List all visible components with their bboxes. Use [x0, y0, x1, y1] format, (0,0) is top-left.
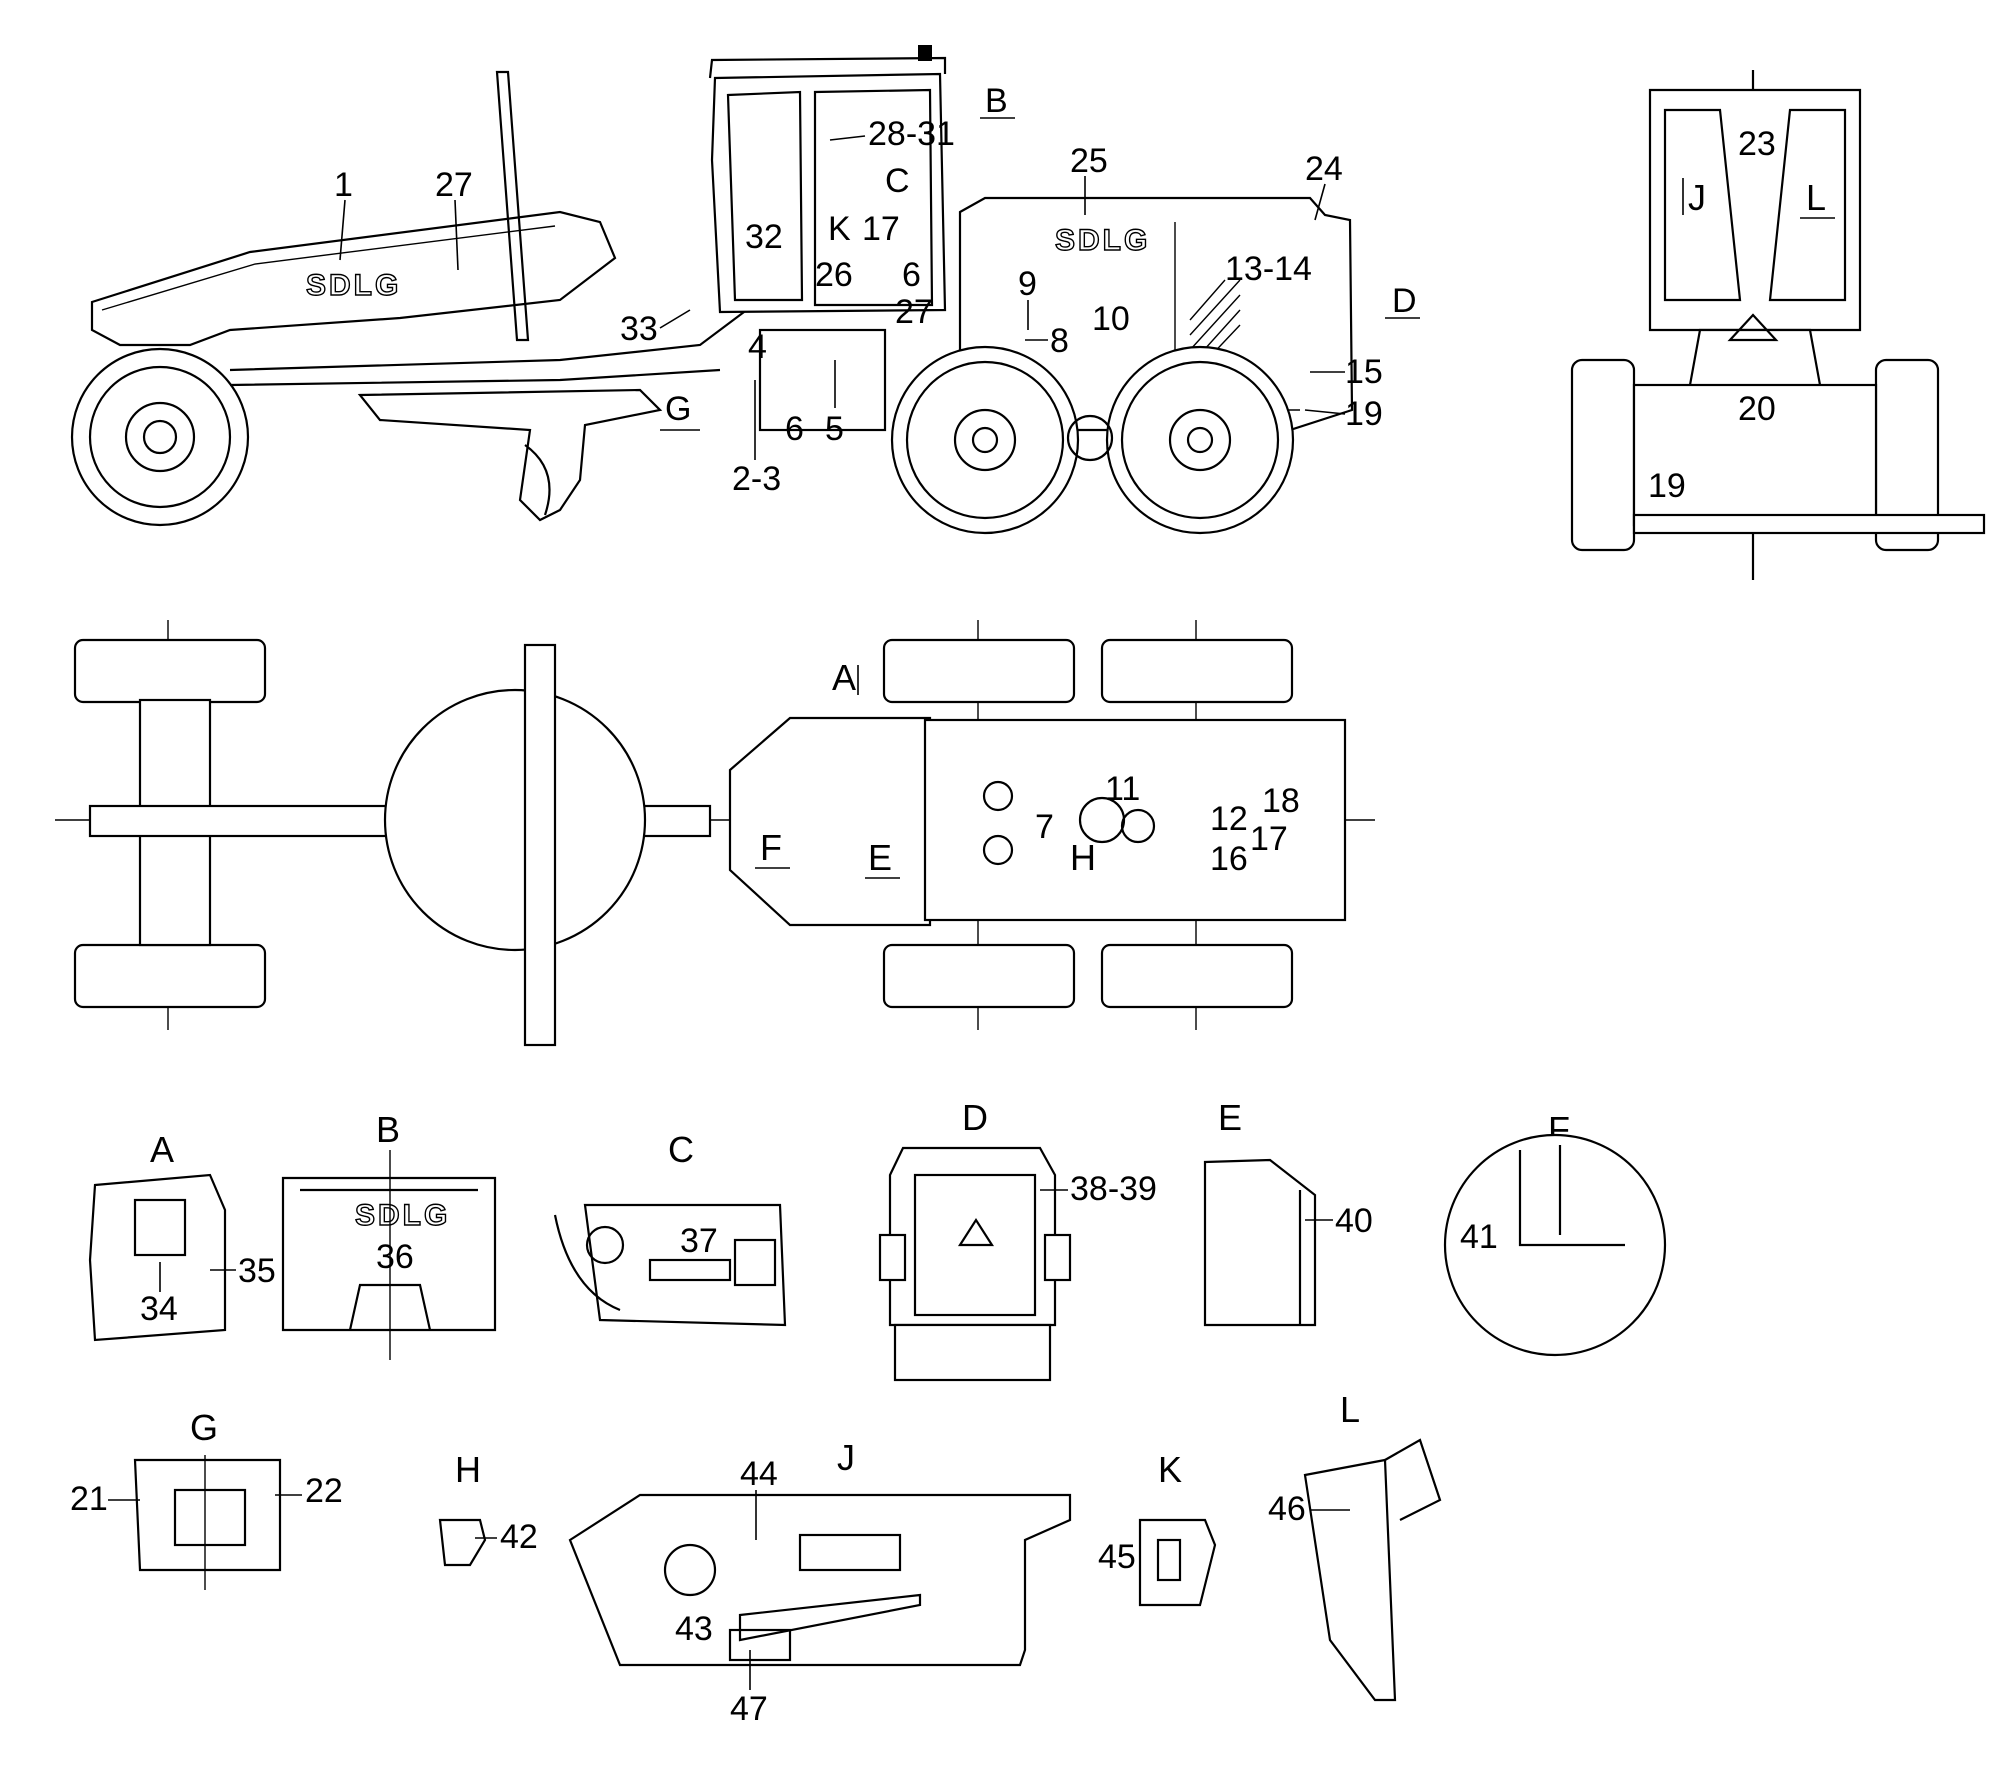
callout: 11	[1105, 770, 1140, 808]
callout: 27	[435, 166, 473, 204]
callout: 33	[620, 310, 658, 348]
callout: 6	[902, 256, 921, 294]
view-ref: F	[760, 827, 782, 868]
callout: B	[985, 82, 1008, 120]
callout: 46	[1268, 1490, 1306, 1528]
callout: 35	[238, 1252, 276, 1290]
detail-title: A	[150, 1129, 174, 1170]
top-view: A F E 11 7 H 12 16 17 18	[55, 620, 1375, 1047]
callout: 40	[1335, 1202, 1373, 1240]
callout: 47	[730, 1690, 768, 1728]
tool-box	[758, 328, 887, 432]
callout: 1	[334, 166, 353, 204]
callout: 13-14	[1225, 250, 1312, 288]
callout: 23	[1738, 125, 1776, 163]
view-ref: H	[1070, 837, 1096, 878]
rear-wheel-1	[890, 345, 1080, 535]
detail-title: L	[1340, 1389, 1360, 1430]
detail-k: K 45	[1098, 1449, 1217, 1607]
callout: 9	[1018, 265, 1037, 303]
detail-title: C	[668, 1129, 694, 1170]
callout: 15	[1345, 353, 1383, 391]
hood-logo: SDLG	[1055, 224, 1150, 257]
callout: 7	[1035, 808, 1054, 846]
detail-title: J	[837, 1437, 855, 1478]
view-ref: E	[868, 837, 892, 878]
callout: 28-31	[868, 115, 955, 153]
detail-b: B SDLG 36	[281, 1109, 497, 1360]
view-ref: J	[1688, 177, 1706, 218]
front-wheel	[70, 347, 250, 527]
callout: 6	[785, 410, 804, 448]
callout: C	[885, 162, 910, 200]
side-view: SDLG SDLG	[70, 45, 1420, 535]
detail-b-logo: SDLG	[355, 1199, 450, 1232]
callout: 38-39	[1070, 1170, 1157, 1208]
callout: 18	[1262, 782, 1300, 820]
callout: 27	[895, 293, 933, 331]
callout: 12	[1210, 800, 1248, 838]
detail-title: B	[376, 1109, 400, 1150]
callout: 10	[1092, 300, 1130, 338]
detail-h: H 42	[438, 1449, 538, 1567]
callout: 37	[680, 1222, 718, 1260]
detail-e: E 40	[1203, 1097, 1373, 1327]
front-view: 23 J L 20 19	[1570, 70, 1986, 580]
callout: 45	[1098, 1538, 1136, 1576]
callout: 44	[740, 1455, 778, 1493]
callout: 19	[1345, 395, 1383, 433]
rear-wheel-2	[1105, 345, 1295, 535]
cab	[708, 45, 947, 314]
callout: 4	[748, 328, 767, 366]
callout: 8	[1050, 322, 1069, 360]
callout: 5	[825, 410, 844, 448]
detail-title: E	[1218, 1097, 1242, 1138]
view-ref: L	[1806, 177, 1826, 218]
callout: K	[828, 210, 851, 248]
callout: 16	[1210, 840, 1248, 878]
callout: 26	[815, 256, 853, 294]
detail-j: J 44 43 47	[568, 1437, 1072, 1728]
detail-d: D 38-39	[878, 1097, 1157, 1382]
detail-l: L 46	[1268, 1389, 1442, 1702]
detail-a: A 35 34	[88, 1129, 276, 1342]
callout: 43	[675, 1610, 713, 1648]
detail-g: G 21 22	[70, 1407, 343, 1590]
callout: 21	[70, 1480, 108, 1518]
moldboard	[357, 388, 663, 522]
detail-title: H	[455, 1449, 481, 1490]
callout: 42	[500, 1518, 538, 1556]
callout: 20	[1738, 390, 1776, 428]
callout: 19	[1648, 467, 1686, 505]
detail-title: G	[190, 1407, 218, 1448]
view-ref: A	[832, 657, 856, 698]
side-logo: SDLG	[306, 269, 401, 302]
callout: 34	[140, 1290, 178, 1328]
callout: 17	[862, 210, 900, 248]
callout: 32	[745, 218, 783, 256]
callout: 17	[1250, 820, 1288, 858]
callout: 2-3	[732, 460, 781, 498]
callout: 41	[1460, 1218, 1498, 1256]
detail-f: F 41	[1443, 1109, 1667, 1357]
callout: 24	[1305, 150, 1343, 188]
callout: 22	[305, 1472, 343, 1510]
detail-title: D	[962, 1097, 988, 1138]
callout: G	[665, 390, 691, 428]
callout: 25	[1070, 142, 1108, 180]
callout: D	[1392, 282, 1417, 320]
detail-c: C 37	[553, 1129, 787, 1327]
detail-title: K	[1158, 1449, 1182, 1490]
callout: 36	[376, 1238, 414, 1276]
